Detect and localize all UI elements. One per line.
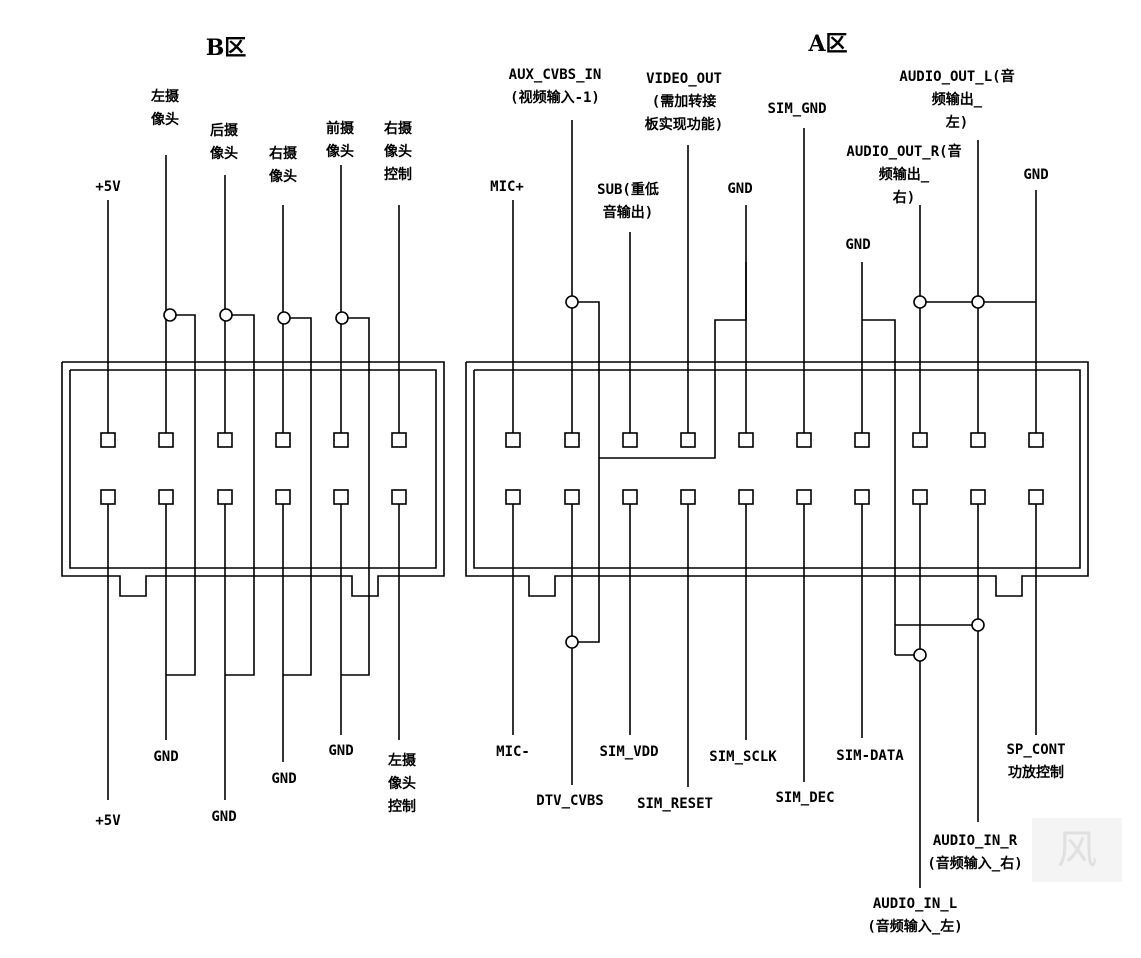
- b-pin-bot-6: [391, 489, 407, 505]
- a-top-label-pin8: AUDIO_OUT_R(音 频输出_ 右): [846, 144, 962, 206]
- a-pin-top-9: [970, 432, 986, 448]
- a-top-label-pin1: MIC+: [490, 179, 524, 195]
- a-pin-top-5: [738, 432, 754, 448]
- b-pin-top-5: [333, 432, 349, 448]
- a-wire-gnd-audio: [862, 319, 896, 655]
- a-pin-top-1: [505, 432, 521, 448]
- watermark: 风: [1032, 818, 1122, 882]
- a-bottom-label-pin5: SIM_SCLK: [709, 749, 777, 765]
- a-bottom-label-pin1: MIC-: [496, 744, 530, 760]
- b-wire-3: [225, 314, 255, 676]
- b-wire-5: [341, 317, 370, 676]
- a-wire-aux-cvbs: [578, 301, 600, 643]
- zone-a-title: A区: [808, 31, 848, 57]
- b-pin-bot-3: [217, 489, 233, 505]
- b-junction-2: [163, 308, 177, 322]
- b-housing-outer: [61, 361, 445, 597]
- a-top-label-pin4: VIDEO_OUT (需加转接 板实现功能): [644, 71, 724, 133]
- a-bottom-label-pin4: SIM_RESET: [637, 796, 713, 812]
- b-top-label-pin1: +5V: [95, 179, 121, 195]
- a-top-label-pin7: GND: [845, 237, 871, 253]
- a-bottom-label-pin3: SIM_VDD: [599, 744, 659, 760]
- a-pin-top-4: [680, 432, 696, 448]
- a-junction-out-r: [913, 295, 927, 309]
- b-top-label-pin3: 后摄 像头: [210, 123, 238, 162]
- b-pin-top-4: [275, 432, 291, 448]
- b-pin-bot-5: [333, 489, 349, 505]
- b-pin-top-2: [158, 432, 174, 448]
- a-pin-top-7: [854, 432, 870, 448]
- b-bottom-label-pin6: 左摄 像头 控制: [388, 753, 416, 815]
- b-bottom-label-pin5: GND: [328, 743, 354, 759]
- b-top-label-pin4: 右摄 像头: [269, 146, 297, 185]
- a-housing-outer: [465, 361, 1089, 597]
- a-bottom-label-pin9: AUDIO_IN_R (音频输入_右): [927, 833, 1023, 872]
- b-top-label-pin5: 前摄 像头: [326, 121, 354, 160]
- b-top-label-pin2: 左摄 像头: [151, 89, 179, 128]
- a-pin-bot-4: [680, 489, 696, 505]
- b-pin-top-1: [100, 432, 116, 448]
- b-junction-4: [277, 311, 291, 325]
- a-top-label-pin9: AUDIO_OUT_L(音 频输出_ 左): [899, 69, 1015, 131]
- b-junction-3: [219, 308, 233, 322]
- b-pin-bot-1: [100, 489, 116, 505]
- a-bottom-label-pin7: SIM-DATA: [836, 748, 904, 764]
- a-pin-bot-10: [1028, 489, 1044, 505]
- a-pin-bot-7: [854, 489, 870, 505]
- b-junction-5: [335, 311, 349, 325]
- a-wire-gnd-loop: [599, 262, 747, 459]
- a-top-label-pin5: GND: [727, 181, 753, 197]
- b-housing-inner: [69, 369, 437, 569]
- a-bottom-label-pin8: AUDIO_IN_L (音频输入_左): [867, 896, 963, 935]
- b-bottom-label-pin2: GND: [153, 749, 179, 765]
- a-pin-top-8: [912, 432, 928, 448]
- b-wire-2: [166, 314, 196, 676]
- a-top-label-pin3: SUB(重低 音输出): [597, 182, 659, 221]
- a-pin-bot-1: [505, 489, 521, 505]
- a-top-label-pin6: SIM_GND: [767, 101, 827, 117]
- a-pin-bot-9: [970, 489, 986, 505]
- zone-b-title: B区: [205, 35, 247, 61]
- a-pin-top-2: [564, 432, 580, 448]
- a-junction-out-l: [971, 295, 985, 309]
- b-top-label-pin6: 右摄 像头 控制: [384, 121, 412, 183]
- b-wire-4: [283, 317, 312, 676]
- a-pin-top-10: [1028, 432, 1044, 448]
- a-pin-bot-5: [738, 489, 754, 505]
- a-bottom-label-pin2: DTV_CVBS: [536, 793, 604, 809]
- b-bottom-label-pin3: GND: [211, 809, 237, 825]
- a-junction-aux-top: [565, 295, 579, 309]
- a-bottom-label-pin6: SIM_DEC: [775, 790, 835, 806]
- a-top-label-pin10: GND: [1023, 167, 1049, 183]
- a-junction-in-r: [971, 618, 985, 632]
- a-junction-in-l: [913, 648, 927, 662]
- b-pin-bot-2: [158, 489, 174, 505]
- a-bottom-label-pin10: SP_CONT 功放控制: [1006, 742, 1066, 781]
- a-top-label-pin2: AUX_CVBS_IN (视频输入-1): [508, 67, 602, 106]
- b-pin-top-6: [391, 432, 407, 448]
- a-pin-bot-2: [564, 489, 580, 505]
- a-pin-top-6: [796, 432, 812, 448]
- b-bottom-label-pin4: GND: [271, 771, 297, 787]
- a-pin-bot-8: [912, 489, 928, 505]
- b-pin-top-3: [217, 432, 233, 448]
- a-housing-inner: [473, 369, 1081, 569]
- a-pin-bot-6: [796, 489, 812, 505]
- a-pin-bot-3: [622, 489, 638, 505]
- b-pin-bot-4: [275, 489, 291, 505]
- a-junction-aux-bot: [565, 635, 579, 649]
- b-bottom-label-pin1: +5V: [95, 813, 121, 829]
- a-pin-top-3: [622, 432, 638, 448]
